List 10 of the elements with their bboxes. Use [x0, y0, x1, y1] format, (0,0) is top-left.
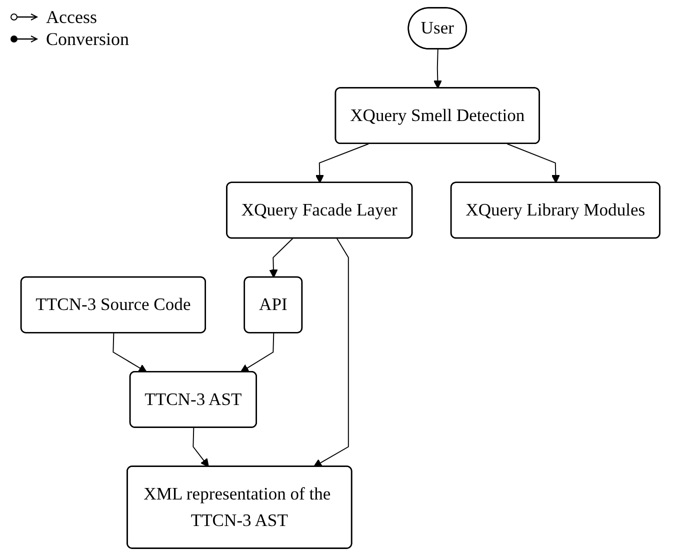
legend-text: Access: [46, 6, 97, 28]
arrow: [312, 238, 348, 468]
arrow: [240, 332, 274, 373]
legend-text: Conversion: [46, 28, 129, 50]
arrow: [112, 332, 147, 373]
arrow: [506, 143, 560, 184]
arrow: [433, 48, 442, 89]
arrow: [268, 238, 293, 278]
arrow: [315, 143, 369, 184]
arrow: [192, 427, 209, 468]
